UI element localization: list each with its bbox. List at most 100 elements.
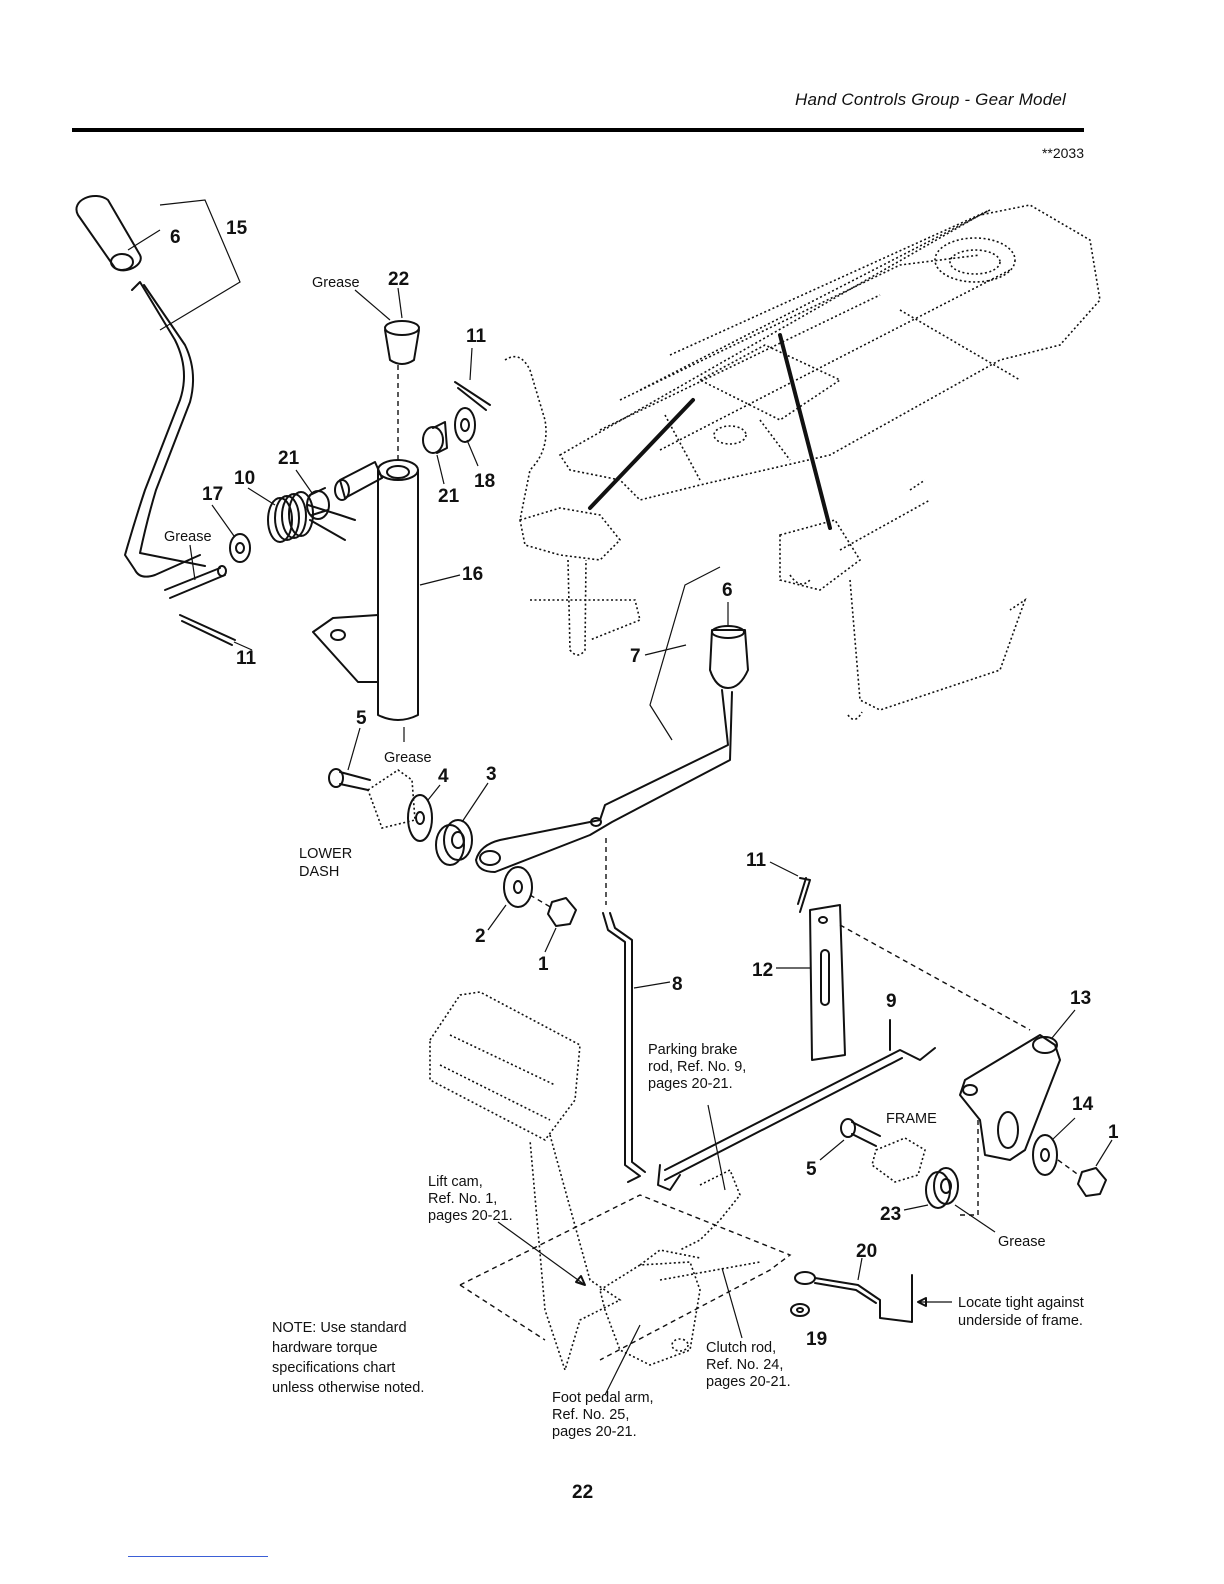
callout-12: 12: [752, 960, 773, 981]
leader-2: [487, 904, 507, 931]
nut-1b: [1077, 1167, 1107, 1197]
label-footpedal-1: Foot pedal arm,: [552, 1390, 654, 1406]
callout-15: 15: [226, 218, 248, 239]
callout-13: 13: [1070, 988, 1091, 1009]
callout-6b: 6: [722, 580, 733, 601]
label-note-1: NOTE: Use standard: [272, 1320, 407, 1336]
washer-14: [1032, 1134, 1058, 1176]
nut-1a: [547, 897, 577, 927]
label-note-4: unless otherwise noted.: [272, 1380, 424, 1396]
liftcam-arrow: [575, 1275, 586, 1286]
shift-lever-lower: [475, 689, 733, 873]
footer-rule: [128, 1556, 268, 1557]
plate-12: [809, 904, 846, 1061]
leader-13: [1051, 1009, 1076, 1039]
label-clutch-2: Ref. No. 24,: [706, 1357, 783, 1373]
label-parking-2: rod, Ref. No. 9,: [648, 1059, 746, 1075]
label-liftcam-2: Ref. No. 1,: [428, 1191, 497, 1207]
washer-4: [407, 794, 433, 842]
label-footpedal-3: pages 20-21.: [552, 1424, 637, 1440]
leader-8: [633, 981, 671, 989]
callout-1a: 1: [538, 954, 549, 975]
shift-knob-upper: [75, 195, 142, 272]
leader-5b: [819, 1139, 845, 1161]
frame-detail-left: [504, 355, 641, 656]
bracket-13: [959, 1034, 1061, 1161]
callout-22: 22: [388, 269, 409, 290]
axis-1a: [529, 894, 553, 909]
page-number: 22: [572, 1482, 594, 1503]
label-grease-pin: Grease: [164, 529, 212, 545]
callout-19: 17: [202, 484, 223, 505]
callout-9: 9: [886, 991, 897, 1012]
callout-21b: 21: [438, 486, 460, 507]
label-note-2: hardware torque: [272, 1340, 378, 1356]
leader-footpedal: [604, 1324, 641, 1396]
leader-clutch: [721, 1267, 743, 1339]
leader-11c: [233, 641, 253, 651]
callout-2: 2: [475, 926, 486, 947]
bushing-3: [435, 819, 473, 866]
parking-pedal: [429, 991, 622, 1373]
rod-9: [657, 1019, 936, 1191]
page-header-title: Hand Controls Group - Gear Model: [795, 90, 1066, 109]
leader-grease-pin: [189, 544, 196, 581]
label-parking-1: Parking brake: [648, 1042, 737, 1058]
leader-19: [211, 504, 235, 537]
grease-cap-22: [384, 320, 420, 365]
leader-5a: [347, 727, 361, 771]
label-footpedal-2: Ref. No. 25,: [552, 1407, 629, 1423]
label-liftcam-1: Lift cam,: [428, 1174, 483, 1190]
axis-1b: [1057, 1159, 1081, 1177]
leader-20: [466, 439, 479, 467]
callout-20: 18: [474, 471, 495, 492]
leader-22: [397, 287, 403, 319]
callout-3: 3: [486, 764, 497, 785]
shift-lever-rod: [124, 281, 206, 578]
locate-arrow: [917, 1297, 927, 1307]
leader-11a: [469, 347, 473, 381]
label-grease-22: Grease: [312, 275, 360, 291]
label-clutch-3: pages 20-21.: [706, 1374, 791, 1390]
callout-5b: 5: [806, 1159, 817, 1180]
callout-11c: 11: [236, 648, 257, 669]
link-17: [794, 1271, 913, 1323]
bushing-21b: [422, 421, 448, 454]
callout-16: 19: [806, 1329, 827, 1350]
washer-19: [229, 533, 251, 563]
bushing-21a: [306, 487, 330, 520]
label-lower-dash-2: DASH: [299, 864, 339, 880]
leader-17: [857, 1257, 863, 1281]
callout-23: 23: [880, 1204, 901, 1225]
bushing-23: [925, 1167, 959, 1209]
label-grease-tube: Grease: [384, 750, 432, 766]
pointer-left: [588, 398, 695, 510]
leader-1a: [544, 927, 557, 953]
foot-pedal-linkage: [459, 1168, 792, 1366]
label-note-3: specifications chart: [272, 1360, 395, 1376]
spring-10: [267, 491, 356, 543]
tractor-frame: [558, 204, 1101, 501]
shift-knob-lower: [709, 625, 749, 689]
washer-20: [454, 407, 476, 443]
callout-17: 20: [856, 1241, 877, 1262]
bracket-7: [649, 566, 721, 741]
label-liftcam-3: pages 20-21.: [428, 1208, 513, 1224]
leader-6a: [127, 229, 161, 251]
callout-14: 14: [1072, 1094, 1094, 1115]
callout-10: 10: [234, 468, 255, 489]
callout-8: 8: [672, 974, 683, 995]
callout-21a: 21: [278, 448, 300, 469]
leader-11b: [769, 861, 799, 877]
label-parking-3: pages 20-21.: [648, 1076, 733, 1092]
header-rule: [72, 128, 1084, 132]
label-locate-2: underside of frame.: [958, 1313, 1083, 1329]
leader-10: [247, 487, 276, 506]
leader-liftcam: [497, 1221, 586, 1286]
callout-5a: 5: [356, 708, 367, 729]
label-clutch-1: Clutch rod,: [706, 1340, 776, 1356]
leader-grease-23: [954, 1204, 996, 1233]
callout-11b: 11: [746, 850, 767, 871]
pivot-tube-18: [312, 459, 419, 721]
callout-18: 16: [462, 564, 483, 585]
